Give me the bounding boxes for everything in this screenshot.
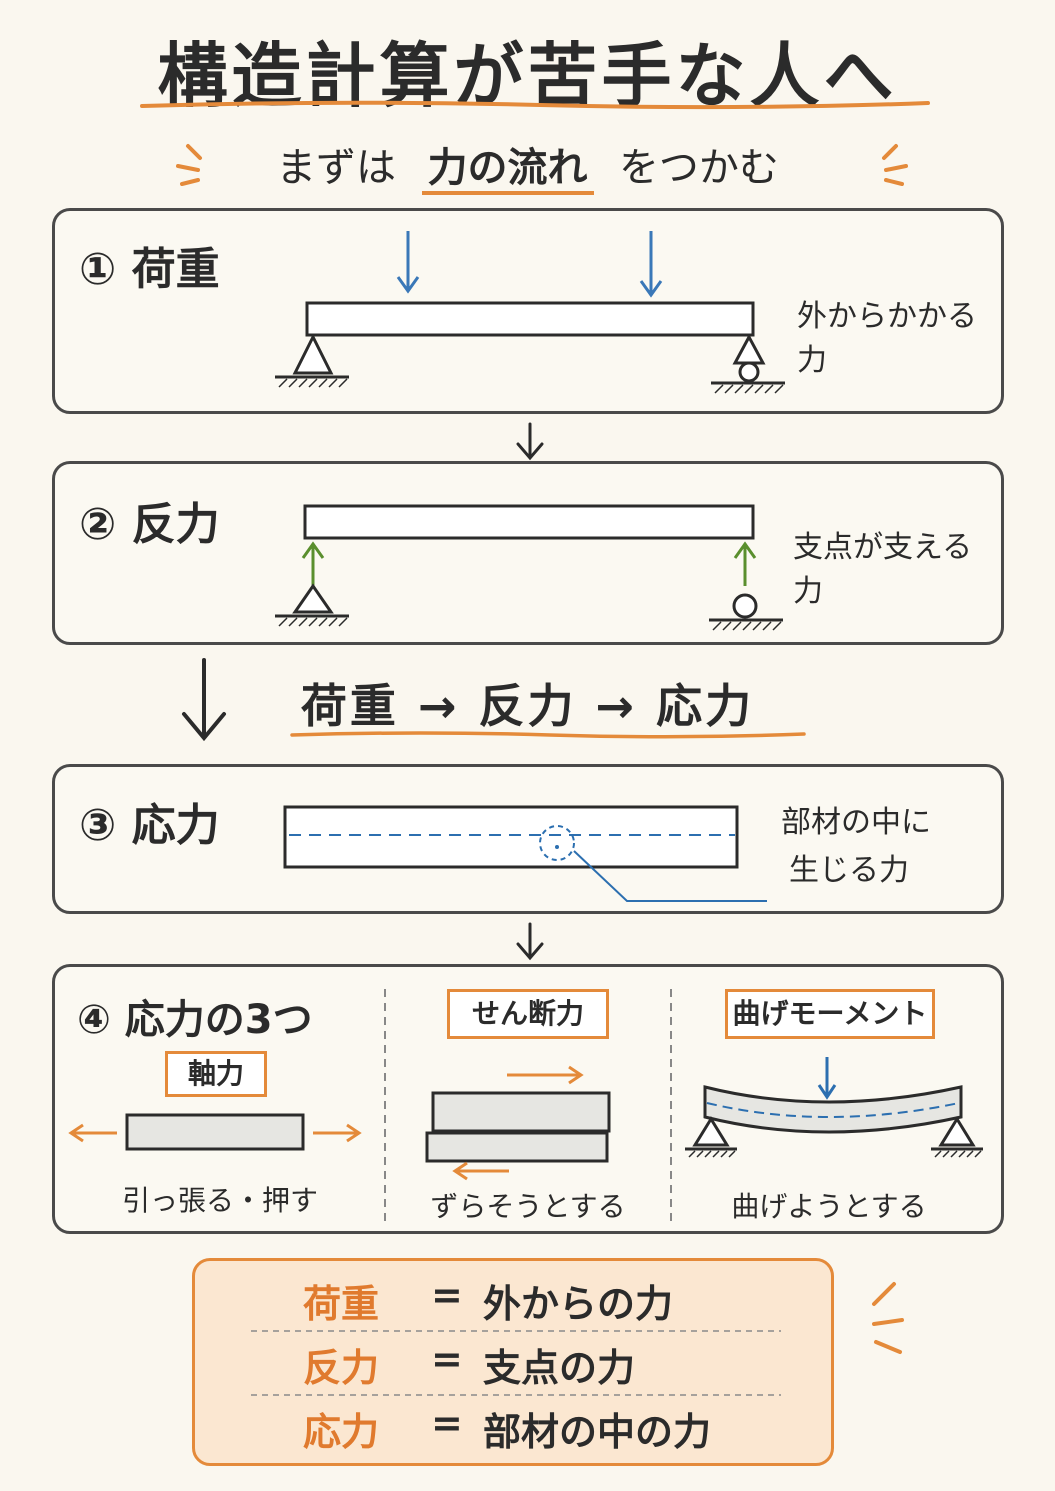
shear-force-tag: せん断力 [447, 989, 609, 1039]
summary-dividers [251, 1330, 781, 1396]
flow-summary: 荷重 → 反力 → 応力 [0, 670, 1055, 736]
load-arrow-icon [396, 231, 663, 298]
roller-support-icon [709, 593, 783, 622]
flow-underline [290, 731, 806, 739]
flow-step-load: 荷重 [300, 679, 399, 733]
arrow-down-icon [516, 922, 544, 961]
roller-support-icon [711, 333, 785, 385]
summary-definition: 支点の力 [483, 1346, 636, 1390]
panel-reaction-note: 支点が支える力 [793, 530, 973, 609]
subtitle: まずは 力の流れ をつかむ [0, 135, 1055, 195]
pin-support-icon [275, 333, 349, 379]
panel-load-note: 外からかかる力 [797, 299, 977, 378]
summary-equals: = [431, 1273, 463, 1317]
summary-box: 荷重 = 外からの力 反力 = 支点の力 応力 = 部材の中の力 [192, 1258, 834, 1466]
moment-load-arrow-icon [817, 1057, 837, 1100]
panel-stress-note-2: 生じる力 [789, 853, 909, 888]
axial-force-tag: 軸力 [165, 1051, 267, 1097]
summary-term: 反力 [303, 1346, 380, 1390]
panel-reaction-title: ② 反力 [79, 499, 220, 550]
summary-equals: = [431, 1401, 463, 1445]
panel-stress: ③ 応力 部材の中に 生じる力 [52, 764, 1004, 914]
shear-force-caption: ずらそうとする [430, 1190, 626, 1223]
pin-support-icon [685, 1116, 983, 1151]
beam-stress-diagram [283, 805, 767, 902]
subtitle-prefix: まずは [276, 145, 397, 191]
arrow-down-icon [516, 422, 544, 461]
sparkle-right-icon [882, 144, 908, 186]
stress-types-diagram [68, 989, 983, 1223]
title-underline [140, 100, 930, 110]
summary-row: 反力 = 支点の力 [195, 1337, 837, 1399]
sparkle-icon [872, 1282, 904, 1354]
summary-term: 荷重 [303, 1282, 380, 1326]
panel-stress-note-1: 部材の中に [781, 805, 931, 840]
panel-load: ① 荷重 外からかかる力 [52, 208, 1004, 414]
beam-reaction-diagram [275, 504, 783, 631]
beam-load-diagram [275, 231, 785, 394]
panel-stress-title: ③ 応力 [79, 800, 220, 851]
bending-moment-caption: 曲げようとする [731, 1190, 927, 1223]
summary-definition: 外からの力 [483, 1282, 674, 1326]
panel-stress-types: ④ 応力の3つ [52, 964, 1004, 1234]
flow-step-stress: 応力 [656, 679, 755, 733]
sparkle-left-icon [176, 144, 202, 186]
summary-term: 応力 [303, 1410, 380, 1454]
panel-load-title: ① 荷重 [79, 244, 220, 295]
arrow-right-icon: → [595, 679, 657, 733]
flow-step-reaction: 反力 [478, 679, 577, 733]
summary-row: 荷重 = 外からの力 [195, 1273, 837, 1335]
summary-row: 応力 = 部材の中の力 [195, 1401, 837, 1463]
reaction-arrow-icon [301, 541, 757, 586]
panel-types-title: ④ 応力の3つ [77, 997, 313, 1043]
panel-reaction: ② 反力 支点が支える力 [52, 461, 1004, 645]
summary-equals: = [431, 1337, 463, 1381]
arrow-right-icon: → [417, 679, 479, 733]
pin-support-icon [275, 583, 349, 618]
tension-arrow-icon [68, 1123, 362, 1143]
axial-force-caption: 引っ張る・押す [121, 1184, 318, 1217]
shear-arrow-icon [452, 1065, 584, 1181]
big-arrow-down-icon [182, 658, 226, 742]
bending-moment-tag: 曲げモーメント [725, 989, 935, 1039]
subtitle-suffix: をつかむ [618, 145, 779, 191]
summary-definition: 部材の中の力 [483, 1410, 712, 1454]
subtitle-emphasis: 力の流れ [421, 145, 594, 195]
